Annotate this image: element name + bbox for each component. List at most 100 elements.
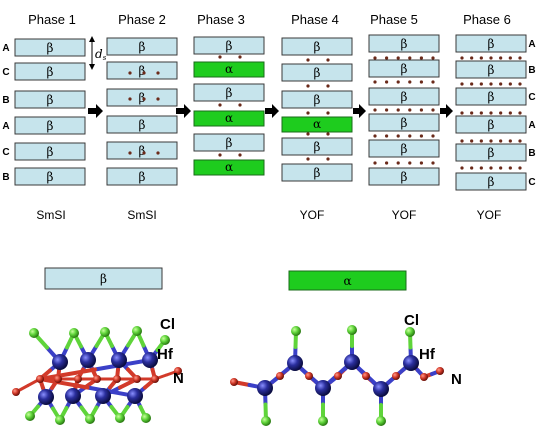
- interlayer-atom: [470, 111, 474, 115]
- layer-symbol: β: [314, 40, 321, 54]
- hf-atom: [373, 381, 389, 397]
- structure-type-label: YOF: [477, 208, 502, 222]
- layer-symbol: β: [314, 66, 321, 80]
- interlayer-atom: [156, 97, 160, 101]
- hf-atom: [344, 354, 360, 370]
- cl-atom: [25, 411, 35, 421]
- hf-atom: [257, 380, 273, 396]
- layer-symbol: β: [401, 116, 408, 130]
- beta-layer: [281, 63, 353, 82]
- interlayer-atom: [499, 139, 503, 143]
- beta-layer: [368, 139, 440, 158]
- beta-layer: [14, 142, 86, 161]
- cl-atom: [141, 413, 151, 423]
- interlayer-atom: [306, 132, 310, 136]
- cl-atom: [85, 414, 95, 424]
- beta-layer: [281, 37, 353, 56]
- interlayer-atom: [396, 134, 400, 138]
- n-atom: [436, 367, 444, 375]
- layer-symbol: α: [225, 62, 233, 76]
- layer-symbol: β: [488, 90, 495, 104]
- hf-atom: [52, 354, 68, 370]
- interlayer-atom: [218, 153, 222, 157]
- interlayer-atom: [408, 134, 412, 138]
- beta-layer: [14, 116, 86, 135]
- interlayer-atom: [156, 71, 160, 75]
- beta-layer: [368, 167, 440, 186]
- beta-layer: [106, 167, 178, 186]
- layer-symbol: β: [139, 170, 146, 184]
- interlayer-atom: [396, 161, 400, 165]
- interlayer-atom: [128, 97, 132, 101]
- beta-layer: [193, 83, 265, 102]
- interlayer-atom: [142, 151, 146, 155]
- beta-layer: [368, 34, 440, 53]
- stacking-label-left: B: [2, 172, 9, 183]
- interlayer-atom: [431, 161, 435, 165]
- interlayer-atom: [419, 80, 423, 84]
- cl-atom: [132, 326, 142, 336]
- interlayer-atom: [479, 166, 483, 170]
- n-atom: [54, 375, 62, 383]
- interlayer-atom: [218, 55, 222, 59]
- transition-arrows: [88, 104, 453, 118]
- layer-symbol: β: [488, 146, 495, 160]
- interlayer-atom: [419, 161, 423, 165]
- structure-type-label: SmSI: [127, 208, 156, 222]
- interlayer-atom: [479, 111, 483, 115]
- interlayer-atom: [489, 82, 493, 86]
- interlayer-atom: [373, 80, 377, 84]
- layer-symbol: β: [47, 93, 54, 107]
- legend-alpha-label: α: [343, 274, 351, 288]
- beta-layer: [14, 62, 86, 81]
- layer-symbol: β: [139, 118, 146, 132]
- beta-layer: [106, 37, 178, 56]
- transition-arrow: [353, 104, 366, 118]
- interlayer-atom: [306, 111, 310, 115]
- interlayer-atom: [128, 71, 132, 75]
- beta-layer: [455, 87, 527, 106]
- cl-atom: [55, 415, 65, 425]
- stacking-label-right: A: [528, 39, 535, 50]
- layer-symbol: β: [401, 90, 408, 104]
- interlayer-atom: [156, 151, 160, 155]
- interlayer-atom: [460, 82, 464, 86]
- interlayer-atom: [431, 134, 435, 138]
- stacking-label-right: B: [528, 148, 535, 159]
- interlayer-atom: [408, 56, 412, 60]
- interlayer-atom: [408, 80, 412, 84]
- beta-layer: [455, 172, 527, 191]
- interlayer-atom: [479, 139, 483, 143]
- cl-atom: [318, 416, 328, 426]
- beta-layer: [281, 163, 353, 182]
- interlayer-atom: [385, 56, 389, 60]
- alpha-layer: [193, 110, 265, 127]
- cl-atom: [29, 328, 39, 338]
- interlayer-atom: [508, 139, 512, 143]
- interlayer-atom: [489, 56, 493, 60]
- n-atom: [113, 375, 121, 383]
- interlayer-atom: [238, 55, 242, 59]
- interlayer-atom: [408, 161, 412, 165]
- layer-symbol: α: [225, 111, 233, 125]
- interlayer-atom: [306, 84, 310, 88]
- stacking-label-left: C: [2, 67, 9, 78]
- cl-atom: [160, 335, 170, 345]
- beta-layer: [281, 137, 353, 156]
- interlayer-atom: [431, 56, 435, 60]
- alpha-n-label: N: [451, 371, 462, 388]
- cl-atom: [376, 416, 386, 426]
- interlayer-atom: [396, 80, 400, 84]
- interlayer-atom: [238, 103, 242, 107]
- interlayer-atom: [470, 166, 474, 170]
- interlayer-atom: [499, 56, 503, 60]
- layer-symbol: β: [226, 86, 233, 100]
- interlayer-atom: [518, 166, 522, 170]
- interlayer-atom: [460, 56, 464, 60]
- phase-title: Phase 3: [197, 12, 245, 27]
- interlayer-atom: [373, 108, 377, 112]
- layer-symbol: α: [225, 160, 233, 174]
- beta-n-label: N: [173, 370, 184, 387]
- structure-type-label: YOF: [392, 208, 417, 222]
